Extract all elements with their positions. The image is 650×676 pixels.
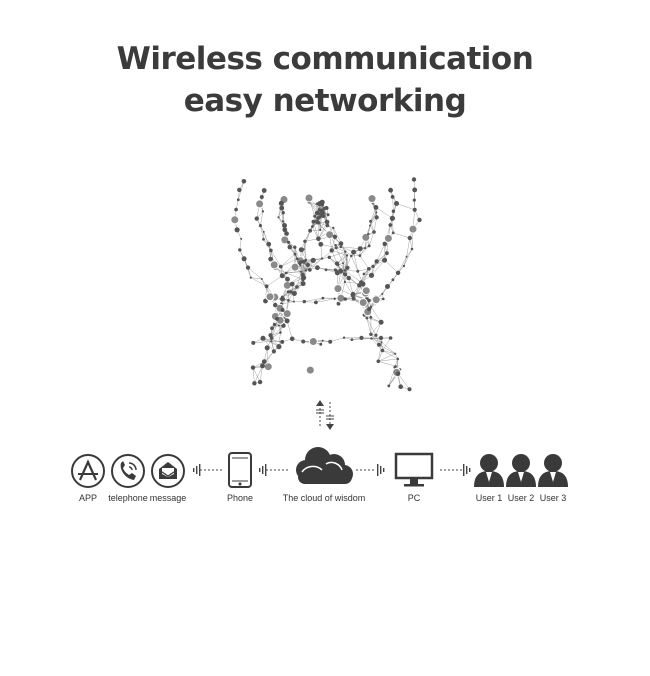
app-store-icon [71,454,105,488]
user-1-icon [474,454,504,487]
connector-pc-users [440,464,471,476]
label-user-3: User 3 [539,493,567,503]
label-phone: Phone [226,493,254,503]
connector-message-phone [193,464,222,476]
user-3-icon [538,454,568,487]
label-cloud: The cloud of wisdom [282,493,366,503]
title-line-2: easy networking [183,83,467,119]
telephone-icon [111,454,145,488]
connector-phone-cloud [259,464,290,476]
signal-tower-network-icon [230,177,422,392]
label-telephone: telephone [108,493,148,503]
user-2-icon [506,454,536,487]
page-title: Wireless communication easy networking [0,38,650,122]
title-line-1: Wireless communication [116,41,534,77]
connector-cloud-pc [356,464,385,476]
label-user-1: User 1 [475,493,503,503]
label-pc: PC [407,493,421,503]
updown-arrows-icon [316,400,334,430]
message-envelope-icon [151,454,185,488]
monitor-icon [394,452,434,487]
label-app: APP [78,493,97,503]
label-message: message [149,493,187,503]
label-user-2: User 2 [507,493,535,503]
cloud-icon [296,447,353,484]
smartphone-icon [228,452,252,488]
